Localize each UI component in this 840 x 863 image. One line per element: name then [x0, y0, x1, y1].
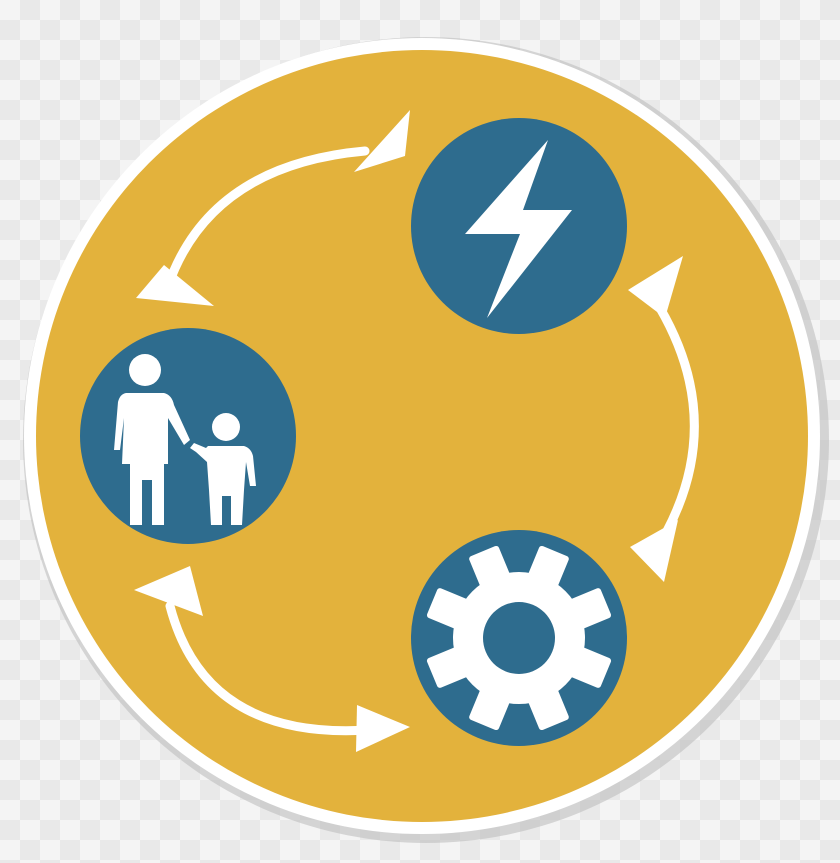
arrow-head-family-top: [136, 265, 214, 306]
lightning-bolt-icon: [465, 140, 572, 318]
arrow-energy-settings: [655, 303, 699, 536]
arrow-head-settings-top: [630, 520, 678, 582]
energy-node: [411, 118, 627, 334]
arrow-head-energy: [354, 110, 410, 172]
arrow-head-family-bottom: [134, 566, 203, 616]
family-node: [80, 328, 296, 544]
arrow-head-energy-right: [628, 256, 683, 318]
arrow-family-settings: [165, 601, 373, 736]
parent-and-child-icon: [114, 354, 256, 525]
arrow-energy-family: [163, 146, 370, 291]
arrow-head-settings-left: [356, 705, 410, 752]
gear-icon: [426, 545, 612, 731]
settings-node: [411, 530, 627, 746]
